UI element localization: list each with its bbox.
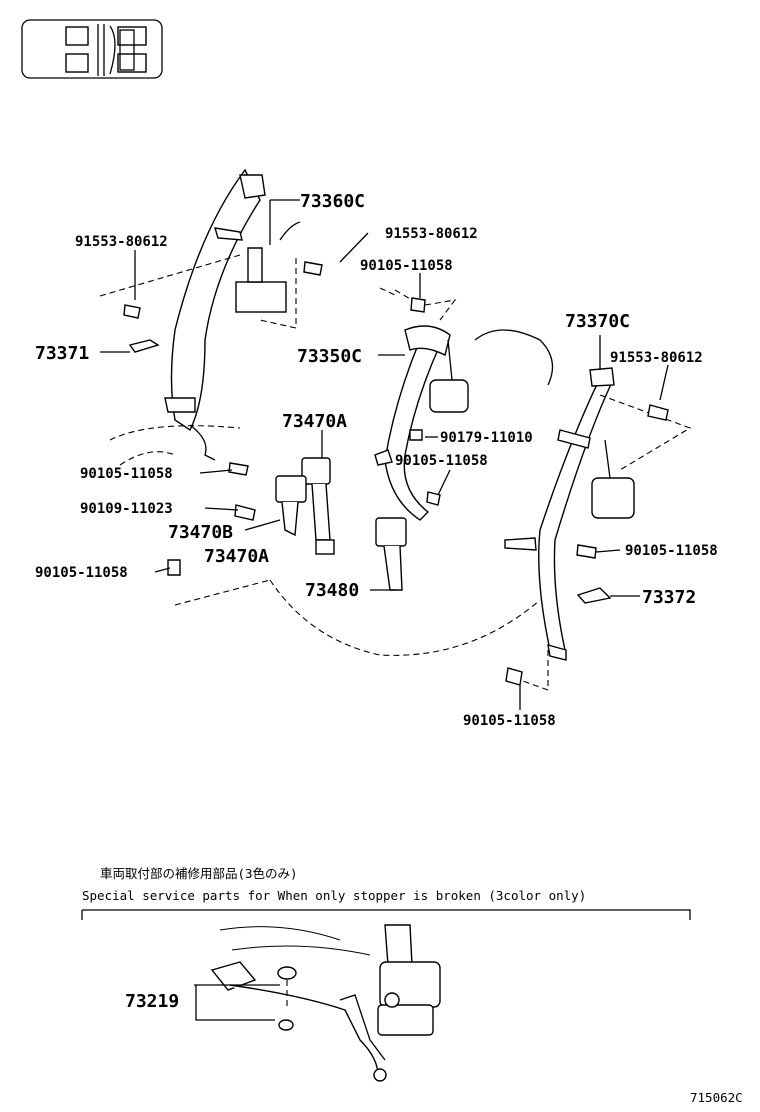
part-labels: 73360C 91553-80612 91553-80612 90105-110…: [35, 191, 718, 729]
stopper-detail: [210, 924, 441, 1082]
label-73219: 73219: [125, 991, 179, 1012]
label-73350C: 73350C: [297, 346, 362, 367]
label-91553-80612: 91553-80612: [385, 226, 478, 242]
cover-73371: [128, 339, 160, 353]
buckle-73470B: [275, 475, 307, 537]
stopper-washer: [278, 1019, 294, 1031]
bolt-icon: [123, 261, 323, 576]
cover-73372: [576, 587, 612, 604]
bolt-icon: [409, 297, 441, 506]
label-73360C: 73360C: [300, 191, 365, 212]
label-90105-11058: 90105-11058: [35, 565, 128, 581]
label-73480: 73480: [305, 580, 359, 601]
label-73470A: 73470A: [282, 411, 347, 432]
label-73372: 73372: [642, 587, 696, 608]
stopper-cap: [277, 966, 297, 980]
note-bracket: [81, 909, 691, 920]
leader-lines: [100, 199, 669, 710]
rear-center-belt: [374, 325, 469, 521]
label-73371: 73371: [35, 343, 89, 364]
label-90105-11058: 90105-11058: [395, 453, 488, 469]
diagram-id: 715062C: [690, 1090, 743, 1105]
note-english: Special service parts for When only stop…: [82, 888, 586, 903]
leader-73219: [194, 984, 280, 1021]
label-90109-11023: 90109-11023: [80, 501, 173, 517]
label-91553-80612: 91553-80612: [610, 350, 703, 366]
label-91553-80612: 91553-80612: [75, 234, 168, 250]
label-90105-11058: 90105-11058: [80, 466, 173, 482]
vehicle-seat-layout-icon: [21, 19, 163, 79]
rear-right-belt: [474, 329, 635, 661]
label-90105-11058: 90105-11058: [463, 713, 556, 729]
label-90179-11010: 90179-11010: [440, 430, 533, 446]
label-90105-11058: 90105-11058: [625, 543, 718, 559]
note-japanese: 車両取付部の補修用部品(3色のみ): [100, 866, 298, 881]
label-73470A: 73470A: [204, 546, 269, 567]
buckle-73480: [375, 517, 407, 591]
front-belt-left: [164, 168, 301, 461]
buckle-73470A: [301, 457, 335, 555]
label-73470B: 73470B: [168, 522, 233, 543]
label-73370C: 73370C: [565, 311, 630, 332]
label-90105-11058: 90105-11058: [360, 258, 453, 274]
bolt-icon: [505, 404, 669, 686]
